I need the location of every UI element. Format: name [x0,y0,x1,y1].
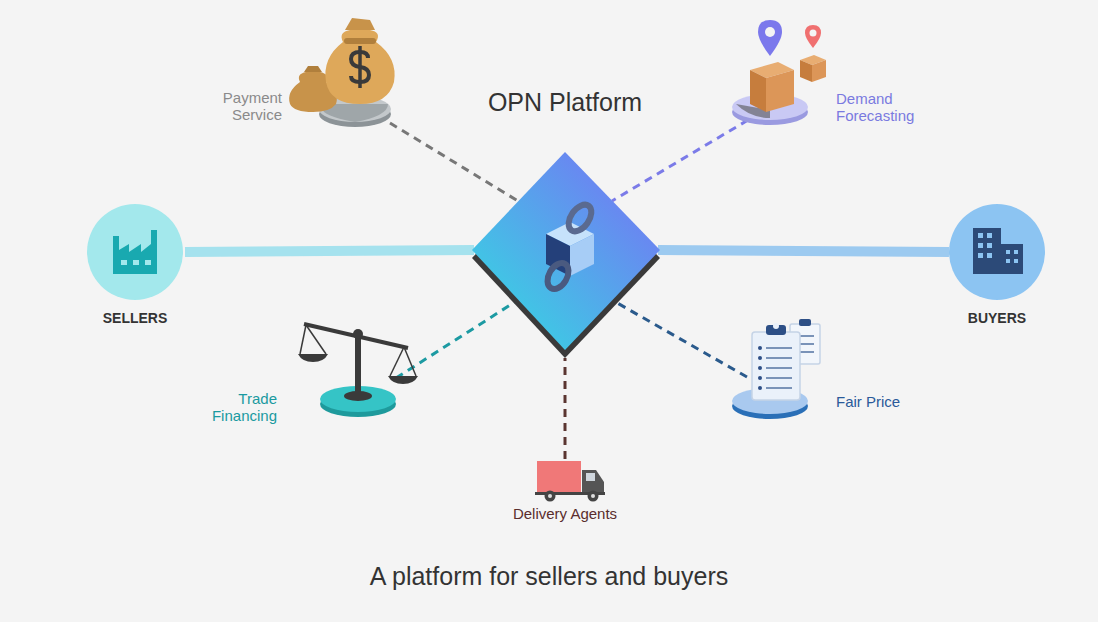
dashed-connector [396,300,518,378]
clipboard-icon [732,319,820,419]
solid-band-connector [185,250,474,252]
node-label: OPN Platform [460,89,670,117]
dashed-connector [612,300,747,377]
platform-diamond: OPN Platform [460,84,672,362]
service-node: Payment Service [205,30,400,135]
service-node: Trade Financing [200,320,400,426]
diamond-shape [460,84,670,362]
node-label: Trade Financing [200,391,277,424]
money-bags-icon [289,18,395,127]
node-label: Delivery Agents [495,506,635,523]
service-node: Demand Forecasting [730,35,930,130]
dashed-connector [612,120,748,201]
dashed-connector [564,358,567,459]
caption-text: A platform for sellers and buyers [0,562,1098,591]
node-label: Demand Forecasting [836,91,928,124]
scale-icon [298,324,418,417]
node-label: Fair Price [836,394,924,411]
solid-band-connector [658,250,949,252]
node-label: BUYERS [949,311,1045,326]
node-label: Payment Service [205,90,282,123]
seller-circle: SELLERS [85,200,187,330]
service-node: Fair Price [725,315,926,425]
truck-icon [535,461,605,502]
boxes-pins-icon [732,20,826,125]
service-node: Delivery Agents [495,455,637,530]
buyer-circle: BUYERS [949,200,1049,330]
dashed-connector [390,123,518,201]
node-label: SELLERS [85,311,185,326]
